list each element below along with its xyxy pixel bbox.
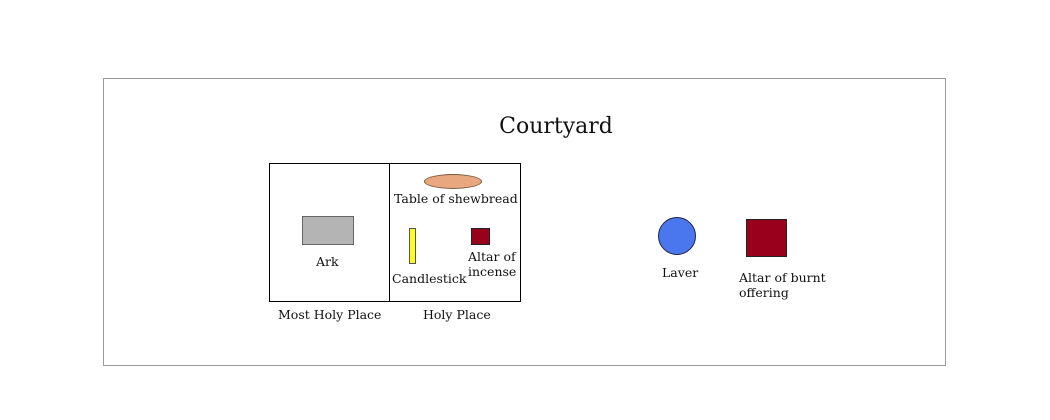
laver-label: Laver: [662, 265, 699, 280]
candlestick-label: Candlestick: [392, 271, 467, 286]
table-of-shewbread-shape: [424, 174, 482, 189]
altar-of-burnt-offering-label: Altar of burnt offering: [739, 270, 826, 300]
veil-divider: [389, 163, 390, 302]
altar-of-incense-shape: [471, 228, 490, 245]
holy-place-label: Holy Place: [423, 307, 491, 322]
laver-shape: [658, 217, 696, 255]
tabernacle-outline: [269, 163, 521, 302]
ark-shape: [302, 216, 354, 245]
candlestick-shape: [409, 228, 416, 264]
most-holy-place-label: Most Holy Place: [278, 307, 382, 322]
ark-label: Ark: [316, 254, 339, 269]
table-of-shewbread-label: Table of shewbread: [394, 191, 518, 206]
diagram-frame: [103, 78, 946, 366]
altar-of-burnt-offering-shape: [746, 219, 787, 257]
altar-of-incense-label: Altar of incense: [468, 249, 517, 279]
diagram-title: Courtyard: [499, 114, 613, 139]
